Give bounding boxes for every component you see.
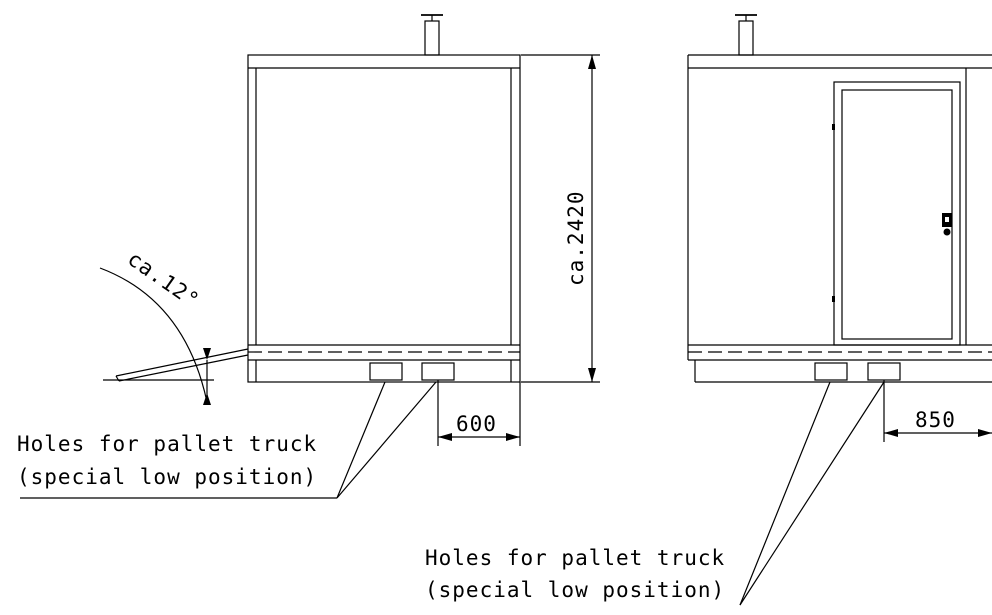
- left-note-line-1: Holes for pallet truck: [17, 432, 317, 456]
- left-width-dimension-label: 600: [456, 412, 497, 436]
- door-hinge-bottom: [832, 296, 835, 302]
- left-note-leader: [20, 381, 437, 499]
- left-side-view: ca.12° ca.2420 600 Holes for pallet truc: [17, 14, 600, 499]
- door-hinge-top: [832, 124, 835, 130]
- right-note-line-1: Holes for pallet truck: [425, 546, 725, 570]
- left-chimney: [421, 14, 443, 56]
- left-note-line-2: (special low position): [17, 465, 317, 489]
- height-dimension-label: ca.2420: [564, 190, 588, 286]
- right-width-dimension-label: 850: [915, 408, 956, 432]
- left-pallet-hole-1: [369, 362, 403, 381]
- right-front-view: 850 Holes for pallet truck (special low …: [425, 14, 992, 606]
- left-container-body: [247, 54, 521, 383]
- left-width-dimension: 600: [437, 380, 521, 446]
- angle-dimension: ca.12°: [99, 246, 214, 405]
- door-handle-lock: [942, 213, 952, 236]
- right-note-line-2: (special low position): [425, 578, 725, 602]
- height-dimension: ca.2420: [521, 54, 600, 383]
- left-ramp: [115, 348, 249, 382]
- right-pallet-hole-1: [814, 362, 848, 381]
- right-pallet-hole-2: [867, 362, 901, 381]
- right-note-leader: [739, 381, 885, 606]
- right-width-dimension: 850: [883, 380, 992, 442]
- left-pallet-hole-2: [421, 362, 455, 381]
- right-chimney: [735, 14, 757, 56]
- angle-label: ca.12°: [123, 246, 204, 313]
- door: [832, 68, 967, 346]
